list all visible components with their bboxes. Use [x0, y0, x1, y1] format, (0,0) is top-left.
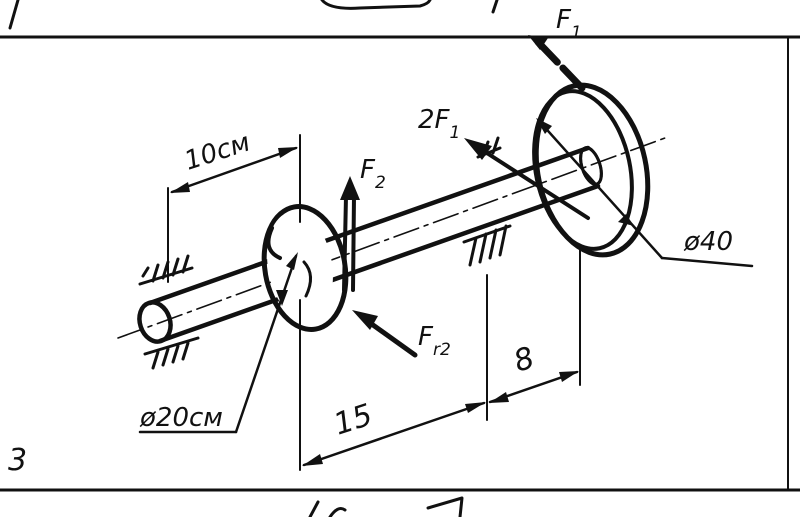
fragment-top-mid: [320, 0, 432, 10]
dia40-arrow-bottom: [618, 214, 634, 226]
dia20-arrow-bottom: [276, 290, 288, 306]
fragment-bottom: [308, 496, 464, 519]
label-dia20cm: ø20см: [139, 403, 223, 433]
label-2f1-sub: 1: [450, 123, 461, 143]
dia40-leader-shelf: [660, 256, 754, 268]
fragment-top-left: [8, 0, 20, 30]
label-2f1: 2F1: [418, 105, 460, 143]
dia20-line: [234, 254, 298, 434]
dim-15-arrow-left: [302, 454, 323, 466]
label-f2-sub: 2: [375, 173, 386, 193]
dim-10cm-arrow-left: [170, 182, 190, 193]
shaft-top-edge: [147, 145, 591, 306]
dia40-arrow-top: [536, 118, 552, 134]
fragment-top-right: [491, 0, 499, 14]
dimension-15-8: [299, 249, 581, 471]
dim-15-line: [302, 401, 486, 467]
label-dim-15: 15: [330, 398, 377, 443]
force-fr2-arrowhead: [352, 310, 378, 330]
large-pulley-face: [532, 89, 634, 251]
small-pulley-hub: [266, 226, 282, 260]
force-2f1-arrowhead: [464, 138, 492, 160]
dia20-arrow-top: [286, 252, 298, 270]
row-number: 3: [8, 443, 27, 478]
force-fr2-line: [363, 317, 418, 358]
label-2f1-main: 2F: [418, 105, 451, 135]
label-dim-10cm: 10см: [181, 127, 254, 176]
center-line: [117, 137, 666, 339]
dimension-dia20cm: [138, 252, 298, 434]
label-dia40: ø40: [683, 227, 733, 257]
bearing-left-bottom: [143, 336, 200, 370]
dimension-dia40: [536, 118, 754, 268]
shaft-end-left: [137, 300, 173, 344]
dim-8-arrow-left: [489, 392, 509, 403]
dim-10cm-arrow-right: [278, 147, 298, 158]
force-2f1-line: [474, 144, 590, 220]
force-2f1: [464, 138, 590, 220]
small-pulley-hub-edge: [302, 260, 312, 298]
label-f1: F1: [556, 5, 582, 43]
dim-8-arrow-right: [559, 371, 579, 382]
dim-15-arrow-right: [465, 402, 486, 413]
force-f2-arrowhead: [340, 176, 360, 200]
bearing-left-top: [138, 254, 194, 286]
bearing-right-bottom: [462, 224, 512, 267]
label-f1-main: F: [556, 5, 572, 35]
label-fr2: Fr2: [418, 322, 451, 360]
shaft-bottom-edge: [157, 183, 601, 344]
label-fr2-main: F: [418, 322, 434, 352]
small-pulley: [261, 204, 349, 332]
label-fr2-sub: r2: [433, 340, 451, 360]
force-f1-arrowhead: [528, 35, 548, 50]
dimension-10cm: [167, 134, 301, 283]
force-f2-line-a: [342, 194, 348, 292]
label-f1-sub: 1: [571, 23, 582, 43]
label-f2-main: F: [360, 155, 376, 185]
label-dim-8: 8: [510, 340, 539, 379]
dim-10cm-line: [170, 146, 298, 194]
force-f2: [340, 176, 360, 292]
label-f2: F2: [360, 155, 386, 193]
dia40-line: [538, 120, 664, 260]
force-f1: [528, 35, 586, 92]
force-fr2: [352, 310, 418, 358]
force-f2-line-b: [351, 194, 356, 292]
force-f1-line: [534, 38, 586, 92]
